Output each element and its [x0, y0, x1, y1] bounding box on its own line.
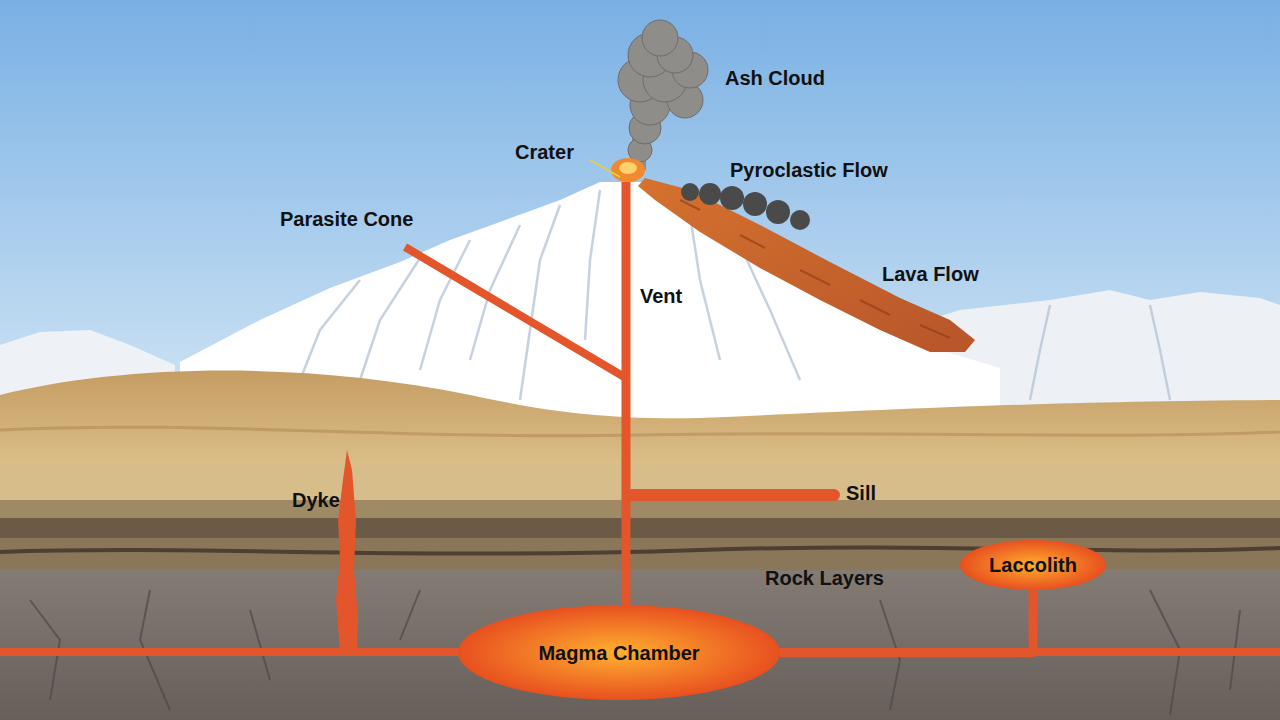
node-label: Laccolith	[989, 553, 1077, 577]
crater-leader	[590, 160, 620, 177]
laccolith-body-fill	[960, 540, 1106, 590]
main-vent	[622, 182, 631, 652]
dyke-intrusion	[336, 450, 358, 652]
rock-layer	[0, 570, 1280, 720]
ash-cloud	[618, 20, 708, 170]
crater-label: Crater	[515, 140, 574, 164]
vent-label: Vent	[640, 284, 682, 308]
sand-streak	[0, 427, 1280, 436]
ash-cloud-label: Ash Cloud	[725, 66, 825, 90]
magma-chamber-fill	[458, 605, 780, 700]
dyke-label: Dyke	[292, 488, 340, 512]
node-label: Magma Chamber	[538, 641, 699, 665]
stratum	[0, 500, 1280, 518]
rock-layers-label: Rock Layers	[765, 566, 884, 590]
sill-intrusion	[626, 489, 840, 501]
magma-feeder	[780, 590, 1033, 653]
crater-glow	[619, 162, 637, 174]
stratum	[0, 518, 1280, 538]
parasite-branch	[405, 247, 626, 378]
parasite-cone-label: Parasite Cone	[280, 207, 413, 231]
stratum	[0, 465, 1280, 500]
pyroclastic-cloud	[681, 183, 810, 230]
crater-glow	[611, 158, 645, 182]
lava-flow-label: Lava Flow	[882, 262, 979, 286]
laccolith-body: Laccolith	[960, 540, 1106, 590]
sill-label: Sill	[846, 481, 876, 505]
magma-chamber: Magma Chamber	[458, 605, 780, 700]
sky	[0, 0, 1280, 430]
pyroclastic-label: Pyroclastic Flow	[730, 158, 888, 182]
sand-layer	[0, 371, 1280, 470]
